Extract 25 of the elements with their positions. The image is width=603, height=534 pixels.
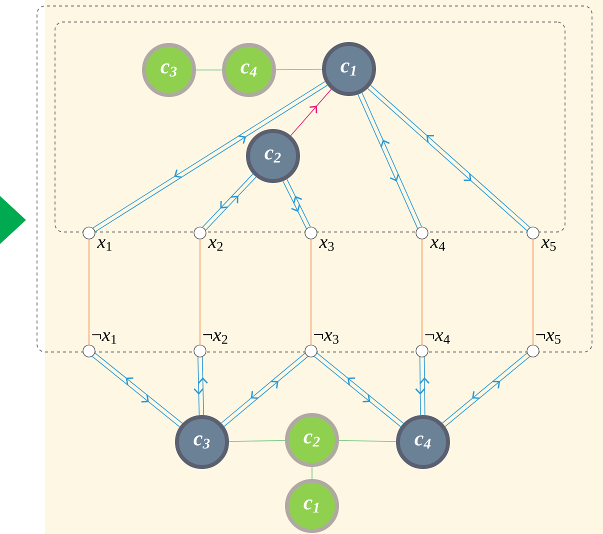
connector: [276, 68, 322, 70]
connector: [420, 356, 430, 416]
connector: [228, 440, 286, 442]
connector: [286, 178, 311, 228]
connector: [532, 238, 534, 346]
vertex-label: x$_{4}$: [430, 239, 446, 251]
vertex-label: x$_{2}$: [208, 239, 223, 251]
dashed-region: [54, 22, 566, 232]
connector: [194, 356, 204, 416]
dashed-region: [36, 6, 592, 352]
vertex-label: ¬x$_{5}$: [536, 332, 560, 344]
connector: [290, 88, 332, 136]
vertex-label: ¬x$_{3}$: [314, 332, 338, 344]
connector: [198, 356, 208, 416]
connector: [338, 440, 396, 442]
connector: [88, 238, 90, 346]
connector: [282, 180, 307, 229]
connector: [310, 238, 312, 346]
vertex-label: x$_{3}$: [318, 239, 334, 251]
vertex-label: x$_{5}$: [540, 239, 556, 251]
vertex-label: ¬x$_{1}$: [92, 332, 116, 344]
vertex-label: ¬x$_{4}$: [425, 332, 450, 344]
vertex-label: x$_{1}$: [96, 239, 112, 251]
connector: [415, 356, 426, 416]
vertex-label: ¬x$_{2}$: [203, 332, 228, 344]
